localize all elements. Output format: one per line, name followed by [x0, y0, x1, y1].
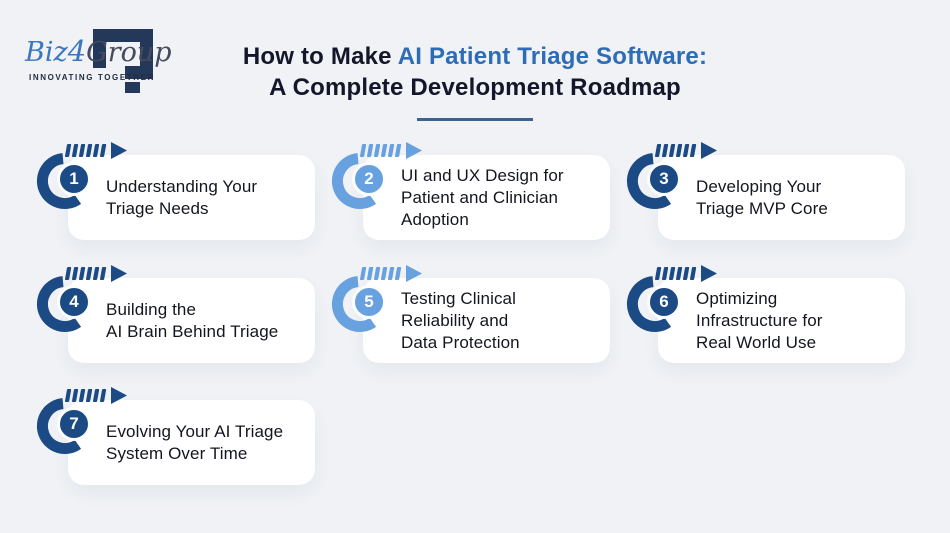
step-label-line: Building the — [106, 299, 197, 319]
step-number: 4 — [69, 292, 79, 311]
step-label-line: Testing Clinical — [401, 288, 516, 308]
step-number: 2 — [364, 169, 374, 188]
step-label: Optimizing Infrastructure for Real World… — [696, 288, 823, 354]
step-number: 6 — [659, 292, 669, 311]
logo-wordmark: Biz4Group — [25, 36, 205, 68]
step-label-line: UI and UX Design for — [401, 165, 564, 185]
step-card-4: Building the AI Brain Behind Triage 4 — [68, 278, 315, 363]
step-card-surface: Understanding Your Triage Needs — [68, 155, 315, 240]
page-title-prefix: How to Make — [242, 43, 398, 70]
page-title-line1: How to Make AI Patient Triage Software: — [160, 41, 790, 72]
logo-wordmark-prefix: Biz — [25, 37, 68, 68]
page-title-line2: A Complete Development Roadmap — [269, 74, 681, 101]
logo-wordmark-suffix: Group — [86, 37, 172, 68]
brand-logo: Biz4Group INNOVATING TOGETHER — [25, 18, 205, 98]
step-label: Understanding Your Triage Needs — [106, 176, 257, 220]
step-label-line: Adoption — [401, 209, 469, 229]
step-label-line: Developing Your — [696, 176, 822, 196]
step-label-line: Real World Use — [696, 332, 817, 352]
step-label-line: Data Protection — [401, 332, 520, 352]
step-label-line: Triage Needs — [106, 198, 209, 218]
step-number: 3 — [659, 169, 669, 188]
step-label-line: Patient and Clinician — [401, 187, 559, 207]
step-card-1: Understanding Your Triage Needs 1 — [68, 155, 315, 240]
step-label: Developing Your Triage MVP Core — [696, 176, 828, 220]
step-card-surface: UI and UX Design for Patient and Clinici… — [363, 155, 610, 240]
page-title-highlight: AI Patient Triage Software: — [397, 43, 708, 70]
step-label: Testing Clinical Reliability and Data Pr… — [401, 288, 520, 354]
logo-bracket-icon — [93, 29, 153, 93]
step-number: 1 — [69, 169, 79, 188]
page-title: How to Make AI Patient Triage Software: … — [160, 41, 790, 121]
step-card-7: Evolving Your AI Triage System Over Time… — [68, 400, 315, 485]
step-label-line: Reliability and — [401, 310, 509, 330]
step-label-line: Evolving Your AI Triage — [106, 421, 284, 441]
step-card-surface: Evolving Your AI Triage System Over Time — [68, 400, 315, 485]
step-card-5: Testing Clinical Reliability and Data Pr… — [363, 278, 610, 363]
step-number: 5 — [364, 292, 374, 311]
logo-tagline: INNOVATING TOGETHER — [29, 73, 155, 82]
step-card-surface: Developing Your Triage MVP Core — [658, 155, 905, 240]
step-card-surface: Testing Clinical Reliability and Data Pr… — [363, 278, 610, 363]
step-card-6: Optimizing Infrastructure for Real World… — [658, 278, 905, 363]
step-label-line: Triage MVP Core — [696, 198, 828, 218]
step-number: 7 — [69, 414, 79, 433]
step-card-surface: Building the AI Brain Behind Triage — [68, 278, 315, 363]
step-label: UI and UX Design for Patient and Clinici… — [401, 165, 564, 231]
logo-wordmark-numeral: 4 — [67, 34, 87, 68]
step-label-line: System Over Time — [106, 443, 248, 463]
step-label-line: AI Brain Behind Triage — [106, 321, 279, 341]
step-card-3: Developing Your Triage MVP Core 3 — [658, 155, 905, 240]
step-card-surface: Optimizing Infrastructure for Real World… — [658, 278, 905, 363]
step-label-line: Understanding Your — [106, 176, 258, 196]
step-label-line: Infrastructure for — [696, 310, 823, 330]
title-underline — [417, 118, 533, 121]
step-label: Evolving Your AI Triage System Over Time — [106, 421, 283, 465]
step-label-line: Optimizing — [696, 288, 778, 308]
step-label: Building the AI Brain Behind Triage — [106, 299, 278, 343]
step-card-2: UI and UX Design for Patient and Clinici… — [363, 155, 610, 240]
